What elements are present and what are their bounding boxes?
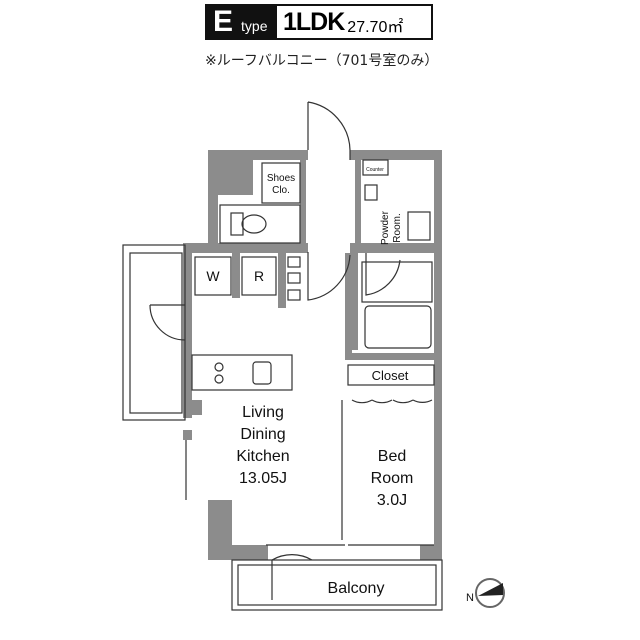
compass-north-label: N	[466, 592, 474, 604]
type-badge: E type	[207, 6, 277, 38]
counter-label: Counter	[366, 167, 384, 173]
fridge-label: R	[254, 268, 264, 284]
powder-room-label-2: Room.	[392, 213, 403, 242]
ldk-label-3: Kitchen	[236, 448, 289, 465]
compass: N	[466, 578, 505, 608]
fixtures	[122, 101, 443, 611]
bedroom-size: 3.0J	[377, 492, 407, 509]
shoes-closet-label: Shoes	[267, 173, 295, 184]
walls	[183, 150, 442, 560]
type-letter: E	[213, 5, 234, 38]
ldk-label-1: Living	[242, 404, 284, 421]
layout-label: 1LDK	[283, 7, 345, 36]
type-word: type	[241, 18, 268, 34]
powder-room-label: Powder	[380, 210, 391, 245]
closet-label: Closet	[372, 368, 409, 383]
ldk-size: 13.05J	[239, 470, 287, 487]
washer-label: W	[206, 268, 220, 284]
bedroom-label-1: Bed	[378, 448, 406, 465]
roof-balcony-note: ※ルーフバルコニー（701号室のみ）	[205, 53, 439, 69]
shoes-closet-label-2: Clo.	[272, 185, 290, 196]
bedroom-label-2: Room	[371, 470, 414, 487]
ldk-label-2: Dining	[240, 426, 285, 443]
area-label: 27.70㎡	[347, 19, 404, 36]
unit-type-header: E type 1LDK 27.70㎡	[205, 4, 433, 40]
balcony-label: Balcony	[328, 580, 385, 597]
